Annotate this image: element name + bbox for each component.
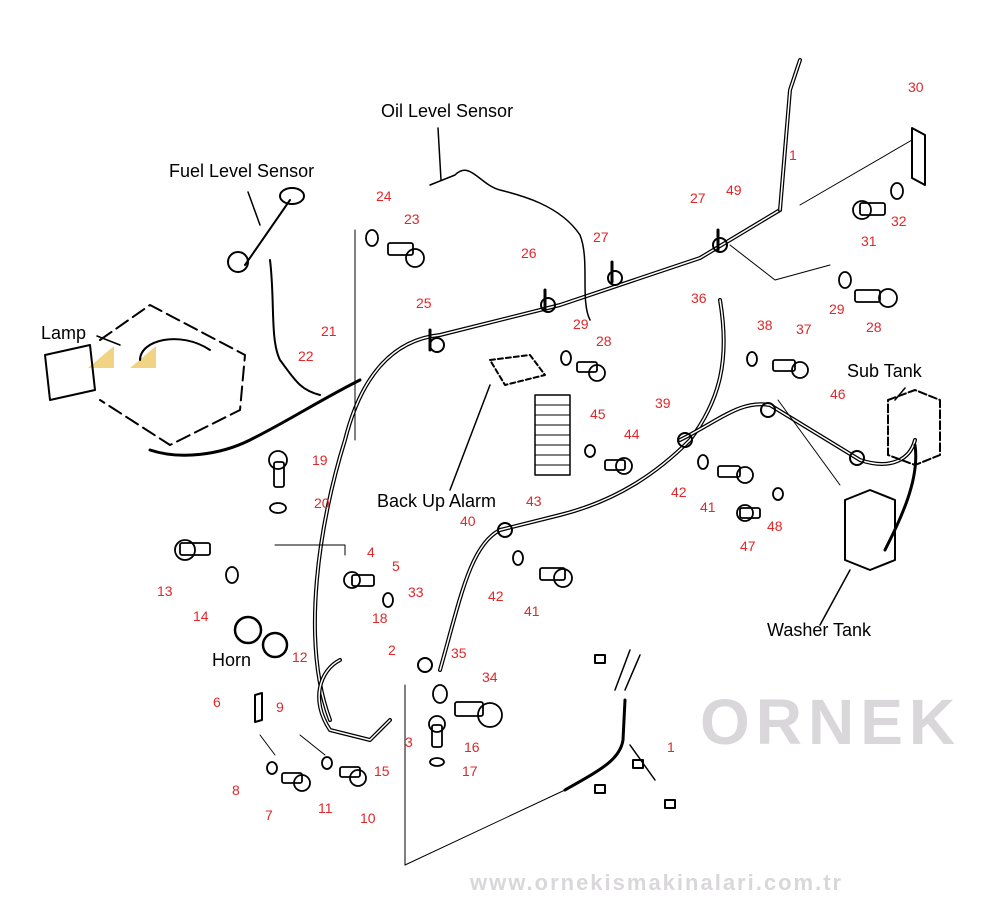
part-number: 4 — [367, 544, 375, 560]
part-number: 35 — [451, 645, 467, 661]
part-number: 36 — [691, 290, 707, 306]
part-number: 42 — [488, 588, 504, 604]
part-number: 18 — [372, 610, 388, 626]
part-number: 47 — [740, 538, 756, 554]
part-number: 12 — [292, 649, 308, 665]
part-number: 14 — [193, 608, 209, 624]
part-number: 32 — [891, 213, 907, 229]
part-number: 25 — [416, 295, 432, 311]
watermark-url: www.ornekismakinalari.com.tr — [470, 870, 844, 895]
part-number: 1 — [667, 739, 675, 755]
part-number: 24 — [376, 188, 392, 204]
part-number: 42 — [671, 484, 687, 500]
part-number: 31 — [861, 233, 877, 249]
bolts — [174, 182, 904, 792]
part-number: 30 — [908, 79, 924, 95]
fuel-sensor-float — [244, 199, 291, 266]
part-number: 17 — [462, 763, 478, 779]
part-number: 33 — [408, 584, 424, 600]
part-number: 39 — [655, 395, 671, 411]
part-number: 13 — [157, 583, 173, 599]
part-number: 27 — [690, 190, 706, 206]
lower-frame — [317, 658, 392, 742]
part-number: 45 — [590, 406, 606, 422]
tank-harness — [678, 402, 917, 466]
part-number: 41 — [524, 603, 540, 619]
part-number: 41 — [700, 499, 716, 515]
watermark-accent-mark — [130, 346, 156, 368]
bracket-30 — [911, 127, 926, 186]
part-number: 49 — [726, 182, 742, 198]
part-number: 37 — [796, 321, 812, 337]
part-number: 9 — [276, 699, 284, 715]
part-number: 2 — [388, 642, 396, 658]
part-number: 28 — [596, 333, 612, 349]
label-sub-tank: Sub Tank — [847, 361, 922, 381]
horn-body — [233, 615, 263, 645]
part-number: 8 — [232, 782, 240, 798]
part-number: 22 — [298, 348, 314, 364]
washer-tank-body — [844, 489, 896, 571]
watermark-accent-mark — [88, 346, 114, 368]
part-number: 15 — [374, 763, 390, 779]
part-number: 48 — [767, 518, 783, 534]
part-number: 44 — [624, 426, 640, 442]
part-number: 27 — [593, 229, 609, 245]
part-number: 10 — [360, 810, 376, 826]
part-number: 43 — [526, 493, 542, 509]
label-washer-tank: Washer Tank — [767, 620, 872, 640]
part-number: 21 — [321, 323, 337, 339]
part-number: 23 — [404, 211, 420, 227]
part-number: 29 — [573, 316, 589, 332]
part-number: 7 — [265, 807, 273, 823]
label-horn: Horn — [212, 650, 252, 670]
label-fuel-level-sensor: Fuel Level Sensor — [169, 161, 315, 181]
part-number: 40 — [460, 513, 476, 529]
part-number: 28 — [866, 319, 882, 335]
upper-harness — [778, 58, 802, 212]
part-number: 34 — [482, 669, 498, 685]
lamp-harness — [148, 378, 362, 457]
part-number: 20 — [314, 495, 330, 511]
label-back-up-alarm: Back Up Alarm — [377, 491, 497, 511]
part-number: 46 — [830, 386, 846, 402]
back-up-alarm-body — [489, 354, 546, 386]
part-number: 11 — [318, 800, 333, 816]
lamp-box — [44, 344, 96, 401]
part-number: 16 — [464, 739, 480, 755]
part-number: 1 — [789, 147, 797, 163]
lower-harness — [563, 698, 627, 792]
part-number: 6 — [213, 694, 221, 710]
part-number: 3 — [405, 734, 413, 750]
part-number: 19 — [312, 452, 328, 468]
part-number: 5 — [392, 558, 400, 574]
label-lamp: Lamp — [41, 323, 87, 343]
part-number: 38 — [757, 317, 773, 333]
watermark-brand: ORNEK — [700, 686, 962, 758]
label-oil-level-sensor: Oil Level Sensor — [381, 101, 514, 121]
main-harness-inner — [314, 209, 781, 721]
part-number: 26 — [521, 245, 537, 261]
sub-tank-body — [887, 389, 941, 466]
part-number: 29 — [829, 301, 845, 317]
